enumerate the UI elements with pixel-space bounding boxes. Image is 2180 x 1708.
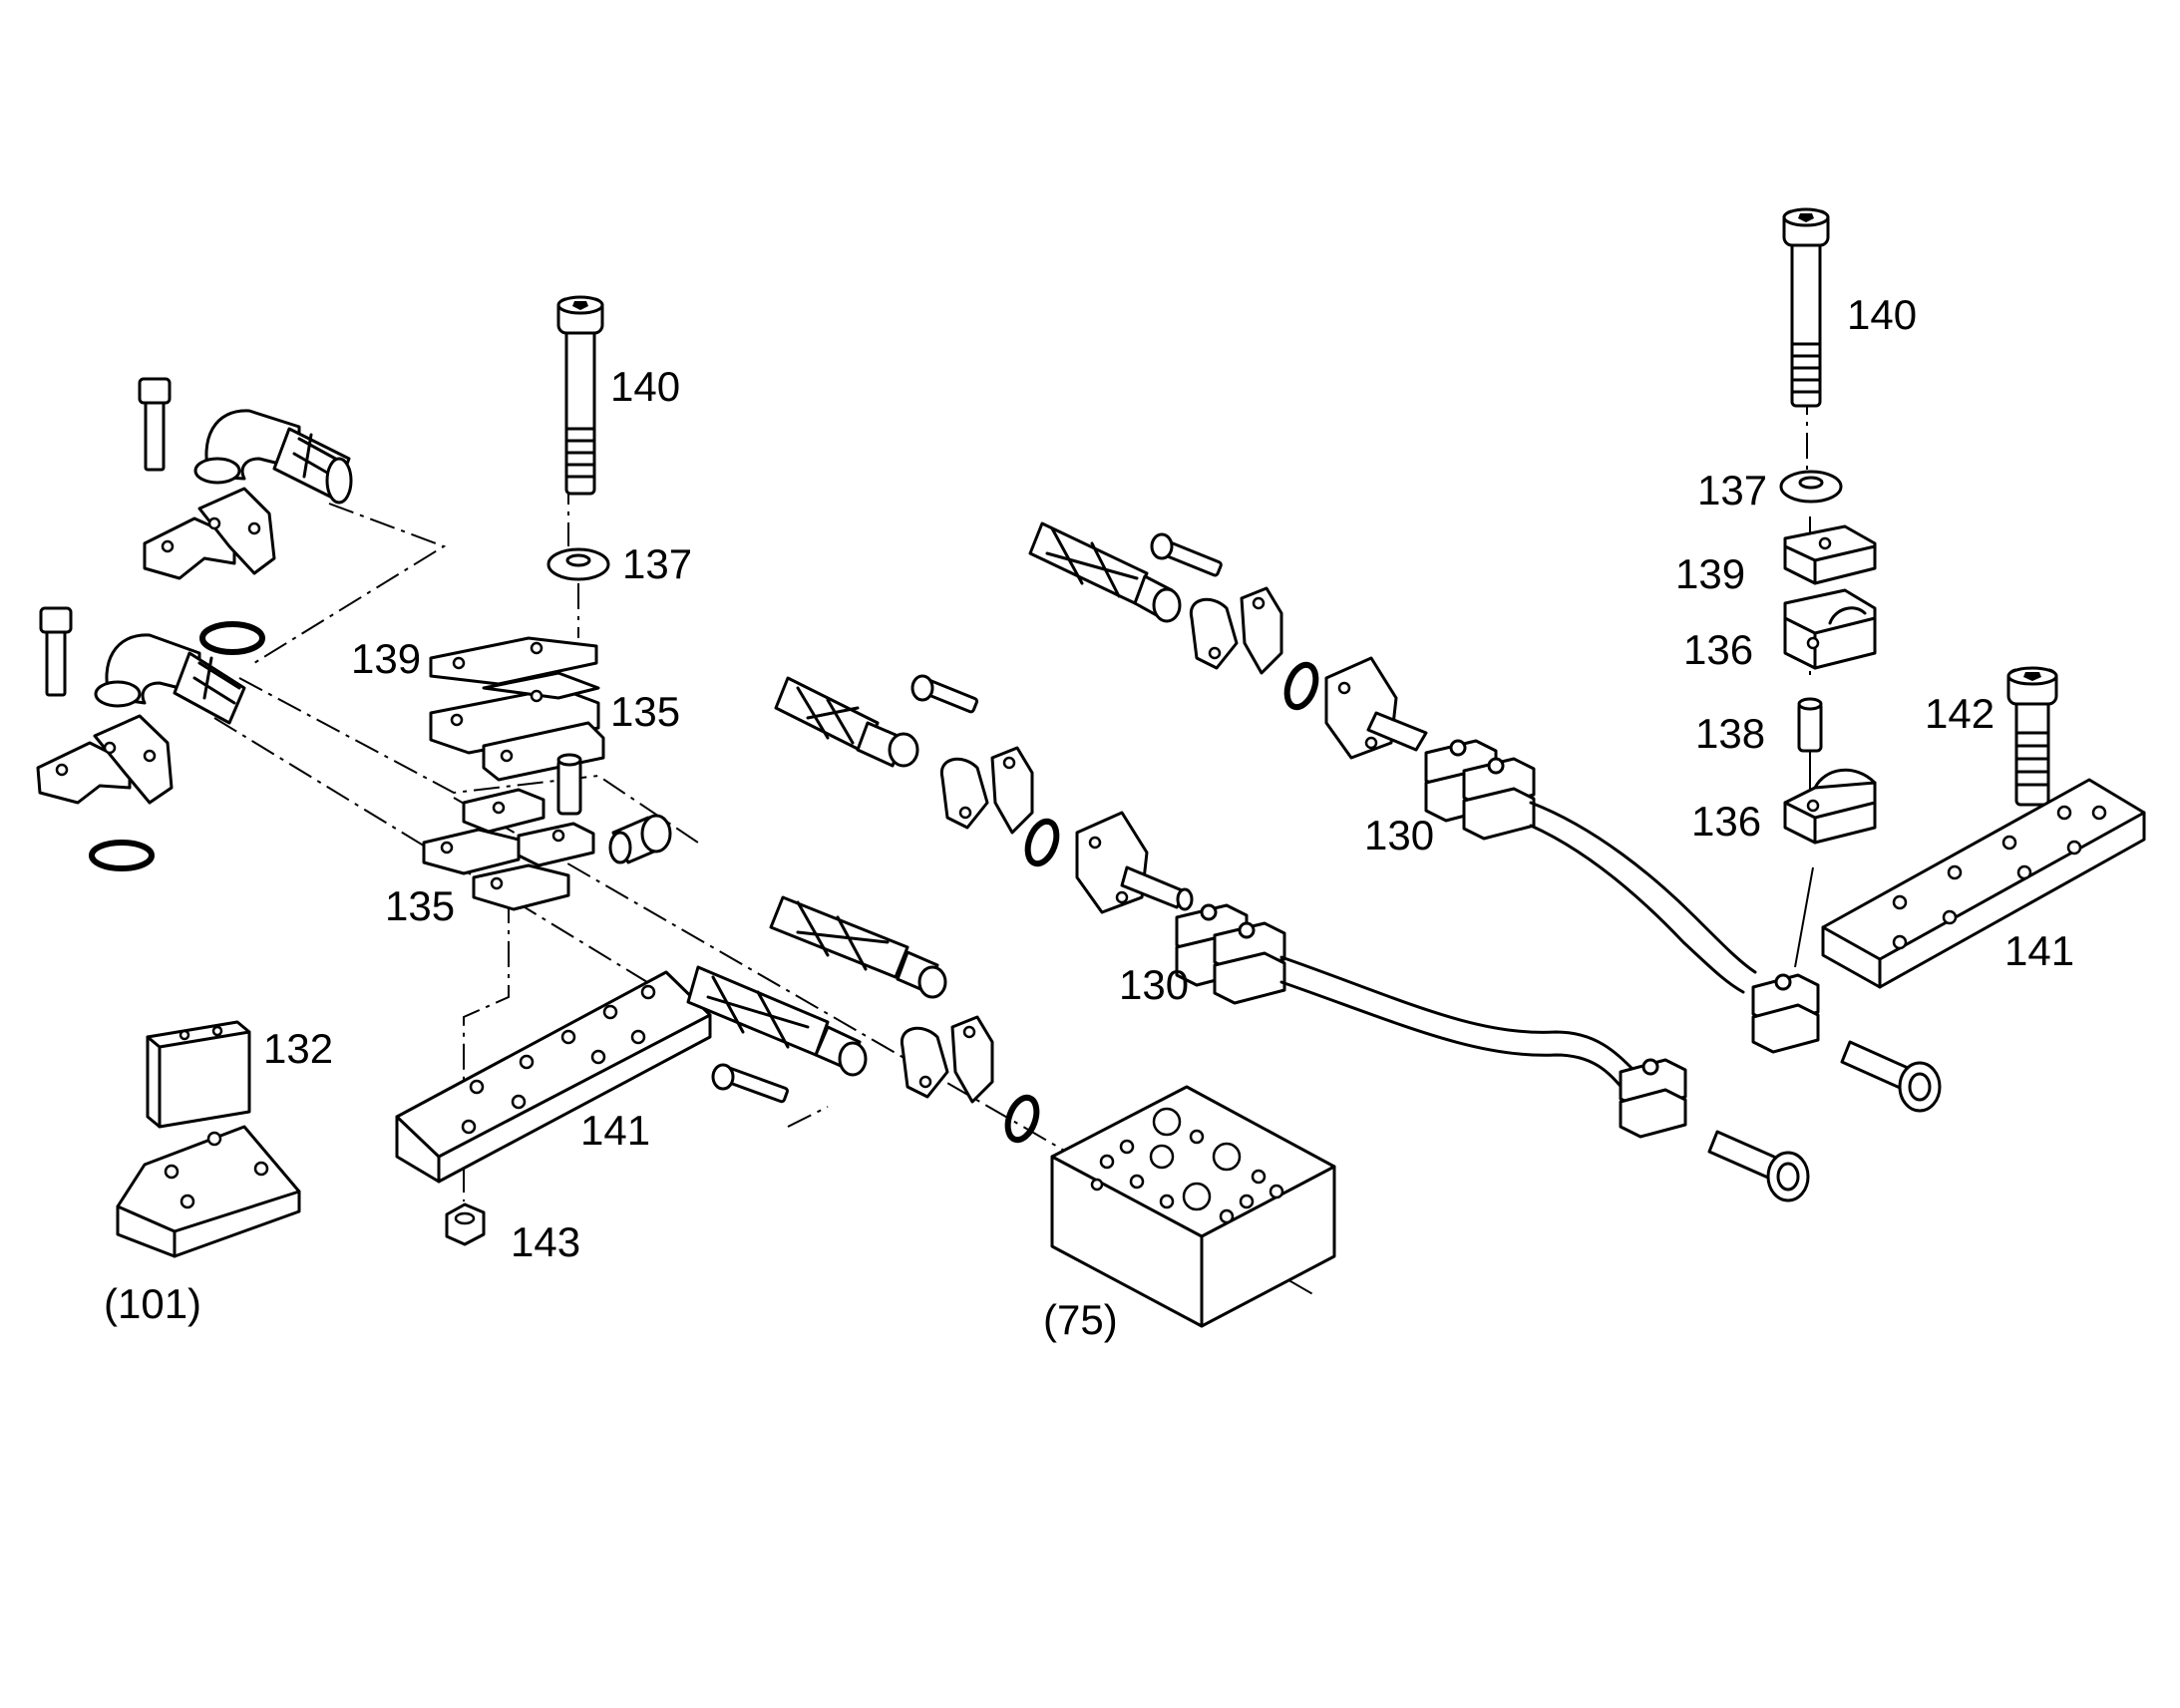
clamp-half-135-lower	[422, 788, 595, 911]
callout-137-left: 137	[622, 540, 692, 587]
hose-end-center-lower-b	[686, 965, 868, 1077]
hose-end-center-upper	[774, 676, 919, 768]
split-flange-upper-right	[1189, 586, 1283, 675]
clamp-half-135-upper	[429, 671, 605, 782]
callout-143: 143	[511, 1218, 580, 1265]
tube-clamp-small-lower	[1619, 1058, 1687, 1139]
cover-plate-139-left	[429, 636, 598, 686]
callout-135-upper: 135	[610, 688, 680, 735]
o-ring-lower	[89, 840, 155, 871]
sleeve-pin	[556, 753, 582, 816]
flange-bolt-lower	[711, 1063, 789, 1104]
flange-bolt-upper-right	[1150, 532, 1223, 577]
hose-end-upper-right	[1028, 521, 1182, 623]
callout-75: (75)	[1043, 1296, 1118, 1343]
bolt-140-left	[556, 295, 604, 496]
bolt-140-right	[1782, 207, 1830, 408]
o-ring-upper	[199, 621, 265, 655]
flange-clamp-halves-upper	[143, 487, 276, 580]
callout-141-right: 141	[2004, 927, 2074, 974]
washer-137-right	[1779, 470, 1843, 504]
elbow-fitting-upper	[138, 377, 353, 505]
callout-130-upper: 130	[1364, 812, 1434, 858]
bolt-142	[2006, 666, 2058, 807]
o-ring-center	[1024, 818, 1060, 867]
callout-138: 138	[1695, 710, 1765, 757]
base-plate-101	[116, 1125, 301, 1258]
tube-clamp-130-upper	[1424, 739, 1536, 841]
callout-142: 142	[1925, 690, 1995, 737]
callout-136-upper: 136	[1683, 626, 1753, 673]
mounting-plate-141-right	[1821, 778, 2146, 989]
hose-end-center-lower-a	[769, 895, 947, 999]
flange-bolt-center	[910, 674, 979, 714]
callout-132: 132	[263, 1025, 333, 1072]
callout-140-right: 140	[1847, 291, 1917, 338]
tube-end-plug-upper	[1840, 1040, 1942, 1113]
cover-plate-139-right	[1783, 524, 1877, 585]
tube-end-plug-lower	[1707, 1130, 1810, 1202]
flange-clamp-halves-lower	[36, 714, 174, 805]
elbow-fitting-lower	[39, 606, 246, 725]
tube-upper	[1529, 801, 1757, 994]
valve-block-75	[1050, 1085, 1336, 1328]
callout-140-left: 140	[610, 363, 680, 410]
mounting-plate-141-left	[395, 970, 712, 1184]
flange-adapter-upper-right	[1324, 656, 1428, 760]
o-ring-upper-right	[1283, 661, 1319, 711]
washer-137-left	[546, 547, 610, 581]
hex-nut-143	[445, 1202, 486, 1246]
split-flange-center	[939, 746, 1034, 835]
callout-137-right: 137	[1697, 467, 1767, 513]
callout-130-mid: 130	[1119, 961, 1189, 1008]
callout-141-left: 141	[580, 1107, 650, 1154]
callout-139-right: 139	[1675, 550, 1745, 597]
clamp-half-136-lower	[1783, 768, 1877, 845]
callout-135-lower: 135	[385, 882, 455, 929]
split-flange-lower	[900, 1015, 994, 1104]
clamp-half-136-upper	[1783, 588, 1877, 670]
callout-139-left: 139	[351, 635, 421, 682]
sleeve-138	[1797, 697, 1823, 753]
flange-adapter-center	[1075, 811, 1194, 914]
tube-clamp-small-upper	[1751, 973, 1820, 1054]
tube-lower	[1279, 955, 1637, 1094]
callout-101: (101)	[104, 1280, 201, 1327]
callout-136-lower: 136	[1691, 798, 1761, 845]
block-132	[146, 1020, 251, 1129]
reducer-fitting	[608, 814, 672, 864]
callout-labels: 140 137 139 135 135 141 143 132 (101) (7…	[104, 291, 2074, 1343]
o-ring-lower-center	[1004, 1094, 1040, 1144]
tube-clamp-130-mid	[1175, 903, 1286, 1005]
